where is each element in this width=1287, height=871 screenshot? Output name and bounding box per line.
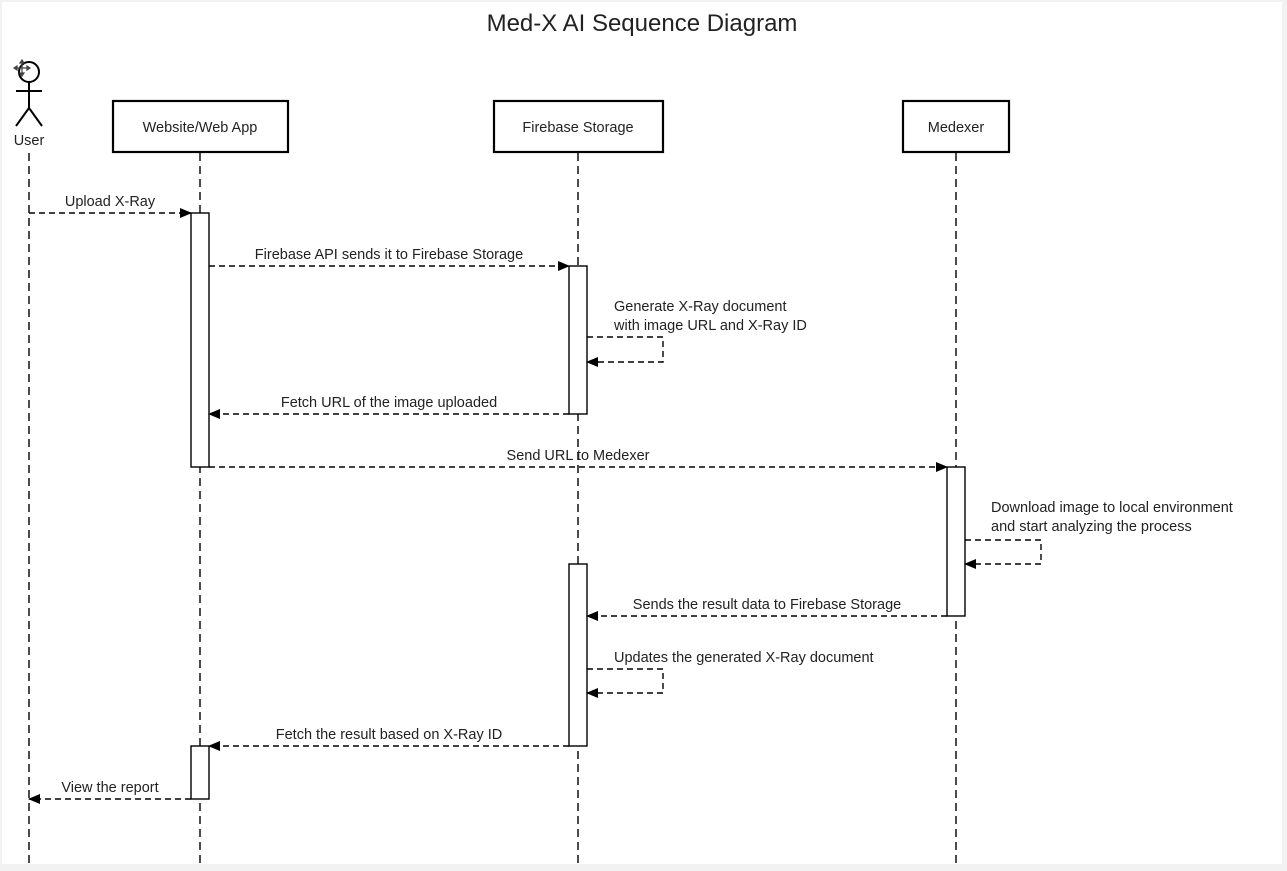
move-cursor-icon (12, 58, 32, 78)
activation-web-2 (190, 745, 210, 800)
message-label-download-2: and start analyzing the process (991, 519, 1192, 535)
participant-firebase[interactable]: Firebase Storage (492, 99, 665, 154)
participant-medexer-label: Medexer (928, 120, 985, 136)
message-label-fetch-url: Fetch URL of the image uploaded (281, 395, 497, 411)
participant-web[interactable]: Website/Web App (111, 99, 290, 154)
actor-left-leg (15, 107, 30, 127)
participant-web-box (111, 99, 290, 154)
participant-firebase-label: Firebase Storage (522, 120, 633, 136)
message-label-upload: Upload X-Ray (65, 194, 156, 210)
activation-web-1 (190, 212, 210, 468)
participant-medexer[interactable]: Medexer (901, 99, 1011, 154)
user-actor[interactable] (15, 61, 43, 127)
message-label-update-doc: Updates the generated X-Ray document (614, 650, 874, 666)
actor-right-leg (28, 107, 43, 127)
activation-medexer-1 (946, 466, 966, 617)
actor-label: User (14, 133, 45, 149)
participant-firebase-box (492, 99, 665, 154)
message-label-view-report: View the report (61, 780, 158, 796)
activation-firebase-2 (568, 563, 588, 747)
message-label-download-1: Download image to local environment (991, 500, 1233, 516)
message-label-generate-doc-2: with image URL and X-Ray ID (613, 318, 807, 334)
message-label-generate-doc-1: Generate X-Ray document (614, 299, 786, 315)
message-label-fetch-result: Fetch the result based on X-Ray ID (276, 727, 502, 743)
message-label-send-result: Sends the result data to Firebase Storag… (633, 597, 901, 613)
participant-medexer-box (901, 99, 1011, 154)
diagram-title: Med-X AI Sequence Diagram (487, 10, 798, 37)
activation-firebase-1 (568, 265, 588, 415)
message-label-firebase-api: Firebase API sends it to Firebase Storag… (255, 247, 523, 263)
message-label-send-url: Send URL to Medexer (507, 448, 650, 464)
participant-web-label: Website/Web App (143, 120, 258, 136)
